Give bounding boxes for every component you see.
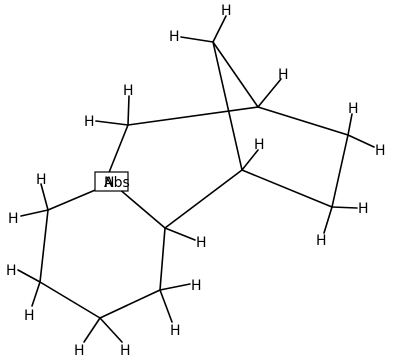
bond-ch2-lower-to-middle-c bbox=[241, 169, 333, 208]
abs-label: Abs bbox=[104, 175, 130, 191]
bond-h-15 bbox=[31, 281, 41, 307]
hydrogen-bonds bbox=[17, 15, 375, 343]
bond-h-6 bbox=[347, 113, 353, 136]
bond-h-8 bbox=[241, 149, 259, 171]
nitrogen-label: N bbox=[104, 175, 114, 191]
bond-h-10 bbox=[323, 206, 333, 234]
bond-middle-c-to-ring-c bbox=[164, 169, 243, 229]
bond-bridge-c-to-middle-c bbox=[212, 41, 243, 171]
abs-label-box bbox=[94, 171, 129, 192]
bond-right-c-to-ch2-left bbox=[127, 106, 259, 126]
h-label-13: H bbox=[8, 211, 19, 227]
h-label-17: H bbox=[120, 343, 131, 359]
bond-h-17 bbox=[99, 317, 123, 343]
bond-h-16 bbox=[83, 317, 101, 343]
h-label-6: H bbox=[348, 101, 359, 117]
bond-ring-ch2-to-ring-ch2-b bbox=[39, 209, 49, 283]
h-label-15: H bbox=[24, 308, 35, 324]
bond-nitrogen-to-ring-ch2 bbox=[47, 187, 101, 211]
bond-h-4 bbox=[127, 95, 130, 126]
h-label-4: H bbox=[123, 83, 134, 99]
h-label-16: H bbox=[74, 343, 85, 359]
bond-h-19 bbox=[159, 283, 191, 291]
bond-h-5 bbox=[95, 120, 129, 126]
hydrogen-labels: H H H H H H H H H H H H H H H H H H H bbox=[6, 3, 386, 359]
bond-h-7 bbox=[347, 134, 375, 148]
h-label-2: H bbox=[221, 3, 232, 19]
h-label-19: H bbox=[191, 278, 202, 294]
bond-h-12 bbox=[40, 183, 49, 211]
bond-h-11 bbox=[164, 227, 196, 241]
bond-h-18 bbox=[159, 289, 173, 323]
bond-ring-ch2-c-to-ring-ch2-d bbox=[99, 289, 161, 319]
bond-h-13 bbox=[20, 209, 49, 217]
bond-ring-ch2-b-to-ring-ch2-c bbox=[39, 281, 101, 319]
h-label-14: H bbox=[6, 263, 17, 279]
bond-bridge-c-to-right-c bbox=[212, 41, 259, 108]
h-label-3: H bbox=[278, 67, 289, 83]
h-label-18: H bbox=[170, 323, 181, 339]
h-label-8: H bbox=[254, 137, 265, 153]
h-label-10: H bbox=[316, 233, 327, 249]
bond-ch2-right-to-ch2-lower bbox=[331, 134, 349, 208]
bond-h-14 bbox=[17, 269, 41, 283]
h-label-12: H bbox=[36, 172, 47, 188]
bond-ring-ch2-d-to-ring-c bbox=[159, 227, 166, 291]
bond-h-2 bbox=[212, 15, 227, 43]
bond-h-1 bbox=[180, 36, 214, 43]
h-label-1: H bbox=[169, 29, 180, 45]
bond-ring-c-to-nitrogen bbox=[117, 187, 166, 229]
h-label-7: H bbox=[375, 143, 386, 159]
bond-h-9 bbox=[331, 206, 358, 209]
bond-h-3 bbox=[257, 78, 282, 108]
bond-right-c-to-ch2-right bbox=[257, 106, 349, 136]
skeleton-bonds bbox=[39, 41, 349, 319]
h-label-9: H bbox=[358, 201, 369, 217]
h-label-11: H bbox=[196, 235, 207, 251]
h-label-5: H bbox=[84, 114, 95, 130]
nitrogen-atom: N Abs bbox=[94, 171, 130, 192]
bond-ch2-to-nitrogen bbox=[107, 124, 129, 176]
